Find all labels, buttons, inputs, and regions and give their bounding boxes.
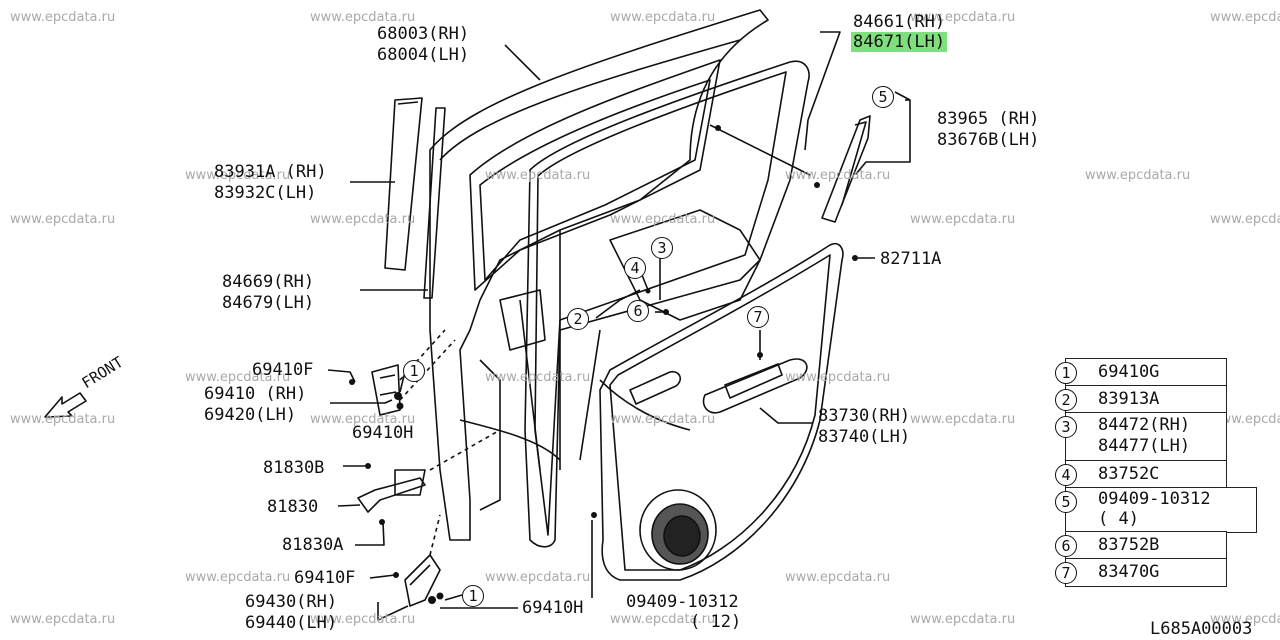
part-label-83965[interactable]: 83965 (RH) [937, 109, 1040, 129]
watermark: www.epcdata.ru [310, 212, 416, 227]
callout-1-lower[interactable]: 1 [462, 585, 484, 607]
legend-num: 4 [1055, 464, 1077, 486]
part-label-69410[interactable]: 69410 (RH) [204, 384, 307, 404]
watermark: www.epcdata.ru [185, 570, 291, 585]
legend-part: ( 4) [1098, 509, 1139, 529]
watermark: www.epcdata.ru [10, 10, 116, 25]
watermark: www.epcdata.ru [610, 612, 716, 627]
legend-part: 69410G [1098, 362, 1160, 382]
watermark: www.epcdata.ru [910, 212, 1016, 227]
watermark: www.epcdata.ru [485, 370, 591, 385]
part-label-83931a[interactable]: 83931A (RH) [214, 162, 327, 182]
legend-num: 2 [1055, 389, 1077, 411]
legend-part: 83913A [1098, 389, 1160, 409]
corner-trim [821, 115, 871, 223]
watermark: www.epcdata.ru [10, 612, 116, 627]
legend-part: 84472(RH) [1098, 415, 1191, 435]
door-shell [429, 9, 769, 541]
part-label-69430[interactable]: 69430(RH) [245, 592, 338, 612]
legend-part: 09409-10312 [1098, 489, 1211, 509]
legend-part: 83470G [1098, 562, 1160, 582]
callout-6[interactable]: 6 [627, 300, 649, 322]
legend-num: 3 [1055, 416, 1077, 438]
watermark: www.epcdata.ru [910, 10, 1016, 25]
watermark: www.epcdata.ru [910, 412, 1016, 427]
legend-num: 7 [1055, 562, 1077, 584]
legend-part: 83752C [1098, 464, 1160, 484]
part-label-09409-qty: ( 12) [690, 612, 742, 632]
seal-strip [423, 107, 446, 299]
watermark: www.epcdata.ru [10, 412, 116, 427]
legend-num: 1 [1055, 362, 1077, 384]
watermark: www.epcdata.ru [785, 370, 891, 385]
legend-part: 84477(LH) [1098, 436, 1191, 456]
legend-row[interactable] [1065, 385, 1227, 414]
part-label-68004[interactable]: 68004(LH) [377, 45, 470, 65]
part-label-69410h-upper[interactable]: 69410H [352, 423, 414, 443]
watermark: www.epcdata.ru [610, 412, 716, 427]
watermark: www.epcdata.ru [485, 168, 591, 183]
part-label-69440[interactable]: 69440(LH) [245, 613, 338, 633]
part-label-81830[interactable]: 81830 [267, 497, 319, 517]
watermark: www.epcdata.ru [610, 212, 716, 227]
part-label-68003[interactable]: 68003(RH) [377, 24, 470, 44]
callout-7[interactable]: 7 [747, 306, 769, 328]
watermark: www.epcdata.ru [310, 10, 416, 25]
watermark: www.epcdata.ru [785, 570, 891, 585]
legend-num: 6 [1055, 535, 1077, 557]
watermark: www.epcdata.ru [185, 370, 291, 385]
watermark: www.epcdata.ru [10, 212, 116, 227]
part-label-82711a[interactable]: 82711A [880, 249, 942, 269]
part-label-84669[interactable]: 84669(RH) [222, 272, 315, 292]
part-label-83932c[interactable]: 83932C(LH) [214, 183, 317, 203]
front-arrow [44, 392, 87, 418]
part-label-69410f-upper[interactable]: 69410F [252, 360, 314, 380]
part-label-83676b[interactable]: 83676B(LH) [937, 130, 1040, 150]
part-label-84679[interactable]: 84679(LH) [222, 293, 315, 313]
watermark: www.epcdata.ru [185, 168, 291, 183]
part-label-69420[interactable]: 69420(LH) [204, 405, 297, 425]
callout-5[interactable]: 5 [872, 86, 894, 108]
watermark: www.epcdata.ru [310, 412, 416, 427]
watermark: www.epcdata.ru [1210, 612, 1280, 627]
part-label-84661[interactable]: 84661(RH) [853, 12, 946, 32]
legend-row[interactable] [1065, 558, 1227, 587]
diagram-code: L685A00003 [1150, 619, 1253, 639]
watermark: www.epcdata.ru [485, 570, 591, 585]
watermark: www.epcdata.ru [610, 10, 716, 25]
part-label-83730[interactable]: 83730(RH) [818, 406, 911, 426]
door-trim-panel [599, 242, 844, 581]
callout-2[interactable]: 2 [567, 308, 589, 330]
part-label-69410f-lower[interactable]: 69410F [294, 568, 356, 588]
watermark: www.epcdata.ru [1210, 212, 1280, 227]
callout-4[interactable]: 4 [624, 257, 646, 279]
watermark: www.epcdata.ru [1085, 168, 1191, 183]
pillar-trim [384, 97, 423, 271]
watermark: www.epcdata.ru [310, 612, 416, 627]
legend-part: 83752B [1098, 535, 1160, 555]
part-label-09409[interactable]: 09409-10312 [626, 592, 739, 612]
watermark: www.epcdata.ru [1210, 10, 1280, 25]
upper-hinge [371, 364, 401, 416]
part-label-69410h-lower[interactable]: 69410H [522, 598, 584, 618]
lower-hinge [404, 554, 441, 607]
watermark: www.epcdata.ru [910, 612, 1016, 627]
part-label-81830a[interactable]: 81830A [282, 535, 344, 555]
part-label-83740[interactable]: 83740(LH) [818, 427, 911, 447]
callout-1-upper[interactable]: 1 [403, 360, 425, 382]
watermark: www.epcdata.ru [785, 168, 891, 183]
callout-3[interactable]: 3 [651, 237, 673, 259]
door-check [357, 477, 426, 513]
part-label-84671-highlighted[interactable]: 84671(LH) [851, 32, 948, 52]
legend-num: 5 [1055, 491, 1077, 513]
weatherstrip [524, 60, 810, 548]
watermark: www.epcdata.ru [1210, 412, 1280, 427]
part-label-81830b[interactable]: 81830B [263, 458, 325, 478]
